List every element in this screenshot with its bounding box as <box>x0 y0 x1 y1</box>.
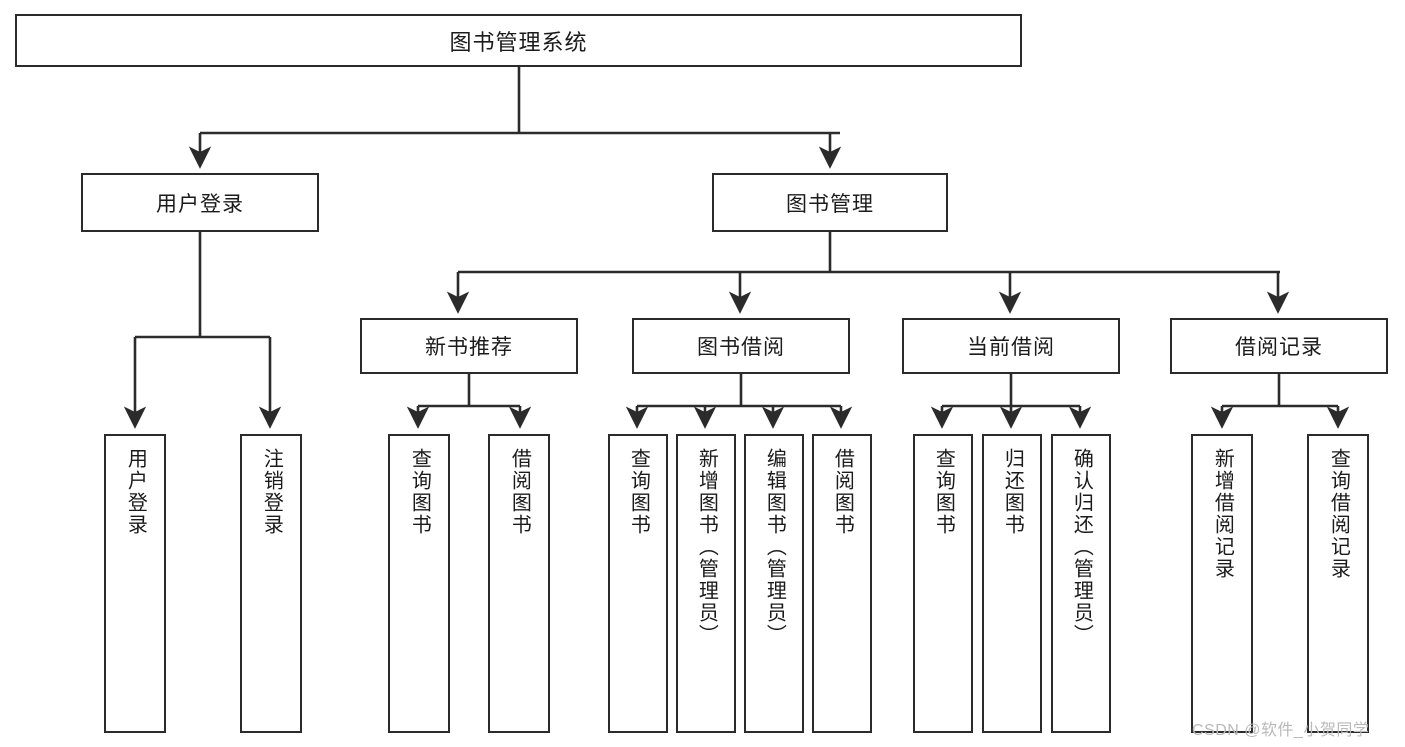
node-user-login[interactable]: 用户登录 <box>81 173 319 232</box>
node-label: 借阅图书 <box>508 448 531 536</box>
node-label: 查询图书 <box>408 448 431 536</box>
node-leaf-user-logout[interactable]: 注销登录 <box>240 434 302 733</box>
node-leaf-add-book[interactable]: 新增图书（管理员） <box>676 434 736 733</box>
node-current-borrow[interactable]: 当前借阅 <box>902 318 1120 374</box>
node-leaf-query-record[interactable]: 查询借阅记录 <box>1307 434 1369 733</box>
node-leaf-return-book[interactable]: 归还图书 <box>982 434 1042 733</box>
node-leaf-query-book-3[interactable]: 查询图书 <box>913 434 973 733</box>
node-leaf-add-record[interactable]: 新增借阅记录 <box>1191 434 1253 733</box>
node-new-book-recommend[interactable]: 新书推荐 <box>360 318 578 374</box>
node-leaf-user-login[interactable]: 用户登录 <box>104 434 166 733</box>
node-label: 图书管理 <box>786 192 874 216</box>
node-label: 确认归还（管理员） <box>1070 448 1093 646</box>
node-label: 借阅图书 <box>831 448 854 536</box>
node-label: 用户登录 <box>124 448 147 536</box>
node-label: 图书管理系统 <box>449 29 588 55</box>
node-label: 借阅记录 <box>1235 336 1323 359</box>
node-label: 注销登录 <box>260 448 283 536</box>
node-label: 归还图书 <box>1001 448 1024 536</box>
node-leaf-query-book-2[interactable]: 查询图书 <box>608 434 668 733</box>
node-label: 图书借阅 <box>697 336 785 359</box>
node-label: 查询借阅记录 <box>1327 448 1350 580</box>
node-leaf-borrow-book-1[interactable]: 借阅图书 <box>488 434 550 733</box>
node-label: 新增借阅记录 <box>1211 448 1234 580</box>
node-root-book-management-system[interactable]: 图书管理系统 <box>15 14 1022 67</box>
node-label: 查询图书 <box>932 448 955 536</box>
node-label: 用户登录 <box>156 192 244 216</box>
node-label: 编辑图书（管理员） <box>763 448 786 646</box>
node-label: 查询图书 <box>627 448 650 536</box>
node-label: 当前借阅 <box>967 336 1055 359</box>
node-borrow-record[interactable]: 借阅记录 <box>1170 318 1388 374</box>
node-book-borrow[interactable]: 图书借阅 <box>632 318 850 374</box>
node-leaf-query-book-1[interactable]: 查询图书 <box>388 434 450 733</box>
node-label: 新书推荐 <box>425 336 513 359</box>
node-leaf-edit-book[interactable]: 编辑图书（管理员） <box>744 434 804 733</box>
csdn-watermark: CSDN @软件_小贺同学 <box>1192 722 1370 739</box>
node-book-management[interactable]: 图书管理 <box>712 173 948 232</box>
node-leaf-borrow-book-2[interactable]: 借阅图书 <box>812 434 872 733</box>
node-leaf-confirm-return[interactable]: 确认归还（管理员） <box>1051 434 1111 733</box>
node-label: 新增图书（管理员） <box>695 448 718 646</box>
